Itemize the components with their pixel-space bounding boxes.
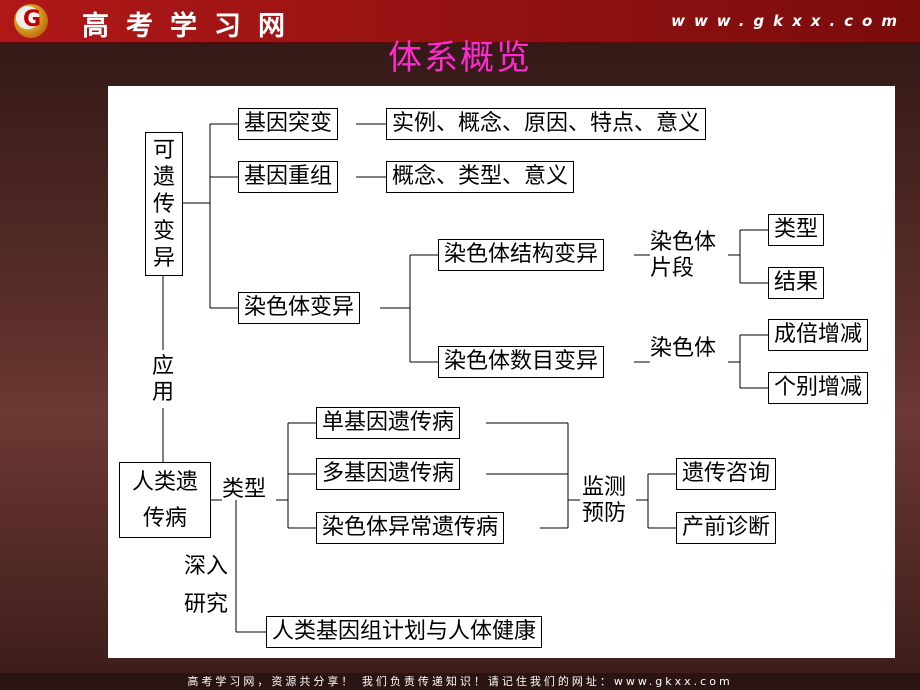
numerical-variation-box: 染色体数目变异 (438, 346, 605, 378)
site-url[interactable]: www.gkxx.com (671, 12, 906, 30)
chromosomal-disease-box: 染色体异常遗传病 (316, 512, 505, 544)
segment-type-box: 类型 (768, 214, 825, 246)
structural-variation-box: 染色体结构变异 (438, 239, 605, 271)
site-footer: 高考学习网，资源共分享！ 我们负责传递知识！请记住我们的网址：www.gkxx.… (0, 673, 920, 690)
gene-recombination-details-box: 概念、类型、意义 (386, 161, 575, 193)
logo-icon (14, 4, 48, 38)
monitoring-prevention-label: 监测预防 (582, 475, 627, 526)
segment-result-box: 结果 (768, 267, 825, 299)
application-label: 应用 (151, 354, 174, 405)
gene-recombination-box: 基因重组 (238, 161, 339, 193)
disease-types-label: 类型 (222, 477, 267, 502)
individual-change-box: 个别增减 (768, 372, 869, 404)
chromosome-label: 染色体 (650, 336, 717, 361)
genetic-counseling-box: 遗传咨询 (676, 458, 777, 490)
set-change-box: 成倍增减 (768, 319, 869, 351)
prenatal-diagnosis-box: 产前诊断 (676, 512, 777, 544)
gene-mutation-details-box: 实例、概念、原因、特点、意义 (386, 108, 707, 140)
site-header: G 高考学习网 www.gkxx.com (0, 0, 920, 43)
chromosome-variation-box: 染色体变异 (238, 292, 361, 324)
gene-mutation-box: 基因突变 (238, 108, 339, 140)
chromosome-segment-label: 染色体片段 (650, 230, 717, 281)
logo-letter: G (23, 7, 42, 32)
in-depth-research-label: 深入研究 (184, 554, 229, 617)
site-name[interactable]: 高考学习网 (82, 11, 302, 42)
polygenic-disease-box: 多基因遗传病 (316, 458, 461, 490)
human-genome-project-box: 人类基因组计划与人体健康 (266, 616, 543, 648)
human-genetic-disease-box: 人类遗传病 (119, 462, 211, 538)
heritable-variation-box: 可遗传变异 (145, 132, 183, 276)
monogenic-disease-box: 单基因遗传病 (316, 407, 461, 439)
slide-title: 体系概览 (388, 38, 532, 78)
